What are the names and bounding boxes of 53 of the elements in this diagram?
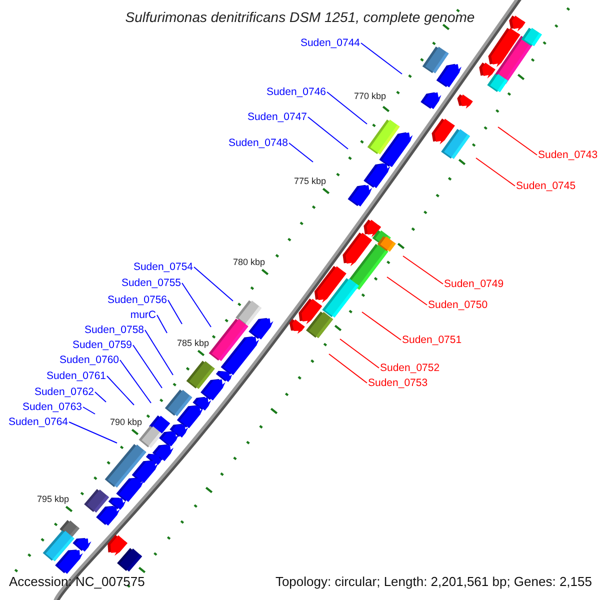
gene-label: Suden_0763	[22, 401, 82, 413]
gene-label: Suden_0762	[34, 386, 94, 398]
gene-label: Suden_0743	[538, 149, 598, 161]
gene-label: Suden_0758	[84, 324, 144, 336]
leader-line	[340, 338, 380, 368]
gene-label: Suden_0752	[380, 362, 440, 374]
leader-line	[106, 376, 134, 406]
scale-label: 785 kbp	[176, 338, 209, 348]
gene-label: Suden_0764	[8, 416, 68, 428]
leader-line	[168, 300, 182, 324]
gene-label: Suden_0746	[266, 86, 326, 98]
scale-label: 780 kbp	[232, 257, 265, 267]
gene-label: Suden_0753	[368, 377, 428, 389]
gene-label: Suden_0761	[46, 370, 106, 382]
leader-line	[308, 116, 348, 150]
leader-line	[68, 422, 118, 444]
gene-label: Suden_0754	[133, 261, 193, 273]
leader-line	[402, 256, 444, 284]
leader-line	[182, 282, 212, 328]
leader-line	[132, 344, 162, 388]
gene-label: Suden_0760	[59, 354, 119, 366]
gene-label: Suden_0755	[121, 277, 181, 289]
scale-label: 770 kbp	[354, 91, 386, 101]
genome-info-text: Topology: circular; Length: 2,201,561 bp; Genes: 2,155	[275, 574, 592, 589]
leader-line	[288, 142, 314, 162]
gene-label: Suden_0750	[428, 299, 488, 311]
leader-line	[120, 360, 152, 404]
gene-label: Suden_0745	[516, 180, 576, 192]
scale-label: 795 kbp	[36, 494, 69, 504]
gene-label: Suden_0751	[402, 334, 462, 346]
leader-line	[386, 276, 428, 306]
leader-line	[476, 158, 516, 186]
leader-line	[360, 42, 402, 74]
gene-label: Suden_0749	[444, 278, 504, 290]
accession-text: Accession: NC_007575	[9, 574, 145, 589]
scale-label: 790 kbp	[110, 417, 142, 427]
leader-line	[94, 392, 106, 402]
leader-line	[144, 330, 174, 376]
leader-line	[326, 92, 368, 124]
map-title: Sulfurimonas denitrificans DSM 1251, complete genome	[124, 9, 476, 25]
leader-line	[194, 266, 234, 302]
gene-label: Suden_0747	[247, 111, 307, 123]
leader-line	[156, 314, 168, 334]
leader-line	[498, 126, 538, 156]
leader-line	[362, 312, 402, 340]
leader-line	[82, 406, 96, 414]
gene-label: Suden_0759	[72, 339, 132, 351]
gene-label: Suden_0756	[107, 294, 167, 306]
leader-line	[328, 354, 368, 384]
scale-label: 775 kbp	[294, 176, 326, 186]
gene-label: murC	[130, 309, 156, 321]
gene-label: Suden_0744	[300, 37, 360, 49]
gene-label: Suden_0748	[228, 137, 288, 149]
